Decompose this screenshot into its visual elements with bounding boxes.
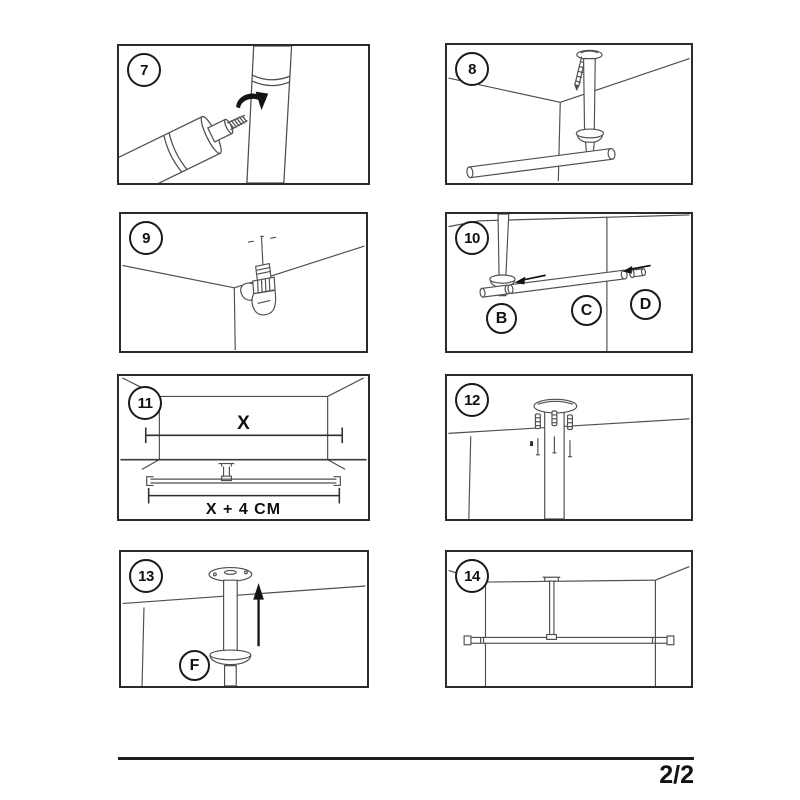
part-label-b: B <box>486 303 517 334</box>
pole-lower <box>223 665 237 686</box>
step-number: 11 <box>128 386 162 420</box>
step-12-illustration <box>448 398 690 519</box>
vertical-pole <box>246 46 293 183</box>
step-9-illustration <box>122 235 365 351</box>
rail-assembly <box>146 462 341 487</box>
vertical-pole <box>544 410 565 519</box>
step-number: 13 <box>129 559 163 593</box>
step-10-illustration <box>448 214 690 351</box>
part-label-c: C <box>571 295 602 326</box>
collar-dome <box>209 649 252 666</box>
step-panel-9: 9 <box>119 212 368 353</box>
wall-plug-icon <box>534 410 573 431</box>
step-panel-14: 14 <box>445 550 693 688</box>
step-panel-12: 12 <box>445 374 693 521</box>
hanging-rail <box>466 147 616 179</box>
dimension-label-x-plus-4: X + 4 CM <box>205 501 282 518</box>
part-label-d: D <box>630 289 661 320</box>
wall-line <box>468 436 472 519</box>
step-14-illustration <box>448 566 690 686</box>
vertical-pole <box>582 58 596 132</box>
page-indicator: 2/2 <box>659 761 694 789</box>
vertical-pole <box>497 214 510 277</box>
alcove-walls <box>448 566 690 686</box>
part-label-f: F <box>179 650 210 681</box>
screw-icon <box>530 436 572 458</box>
left-arrow-icon <box>622 264 651 274</box>
step-number: 9 <box>129 221 163 255</box>
footer-divider <box>118 757 694 760</box>
dimension-line-x <box>144 427 344 444</box>
screw-tip <box>226 114 248 131</box>
vertical-pole <box>548 580 555 638</box>
step-number: 10 <box>455 221 489 255</box>
vertical-pole <box>223 579 238 653</box>
rail-parts <box>479 268 647 298</box>
dimension-line-x4 <box>147 487 341 504</box>
step-panel-13: 13 F <box>119 550 369 688</box>
step-8-illustration <box>448 49 690 182</box>
ceiling-line <box>448 214 690 228</box>
step-13-illustration <box>122 566 366 686</box>
up-arrow-icon <box>253 583 264 647</box>
horizontal-tube <box>119 114 248 183</box>
hanging-rail <box>463 633 675 646</box>
step-number: 14 <box>455 559 489 593</box>
left-arrow-icon <box>514 274 546 285</box>
step-panel-8: 8 <box>445 43 693 185</box>
ceiling-plate <box>208 566 253 582</box>
wall-line <box>141 607 145 686</box>
rotation-arrow-icon <box>236 91 269 111</box>
step-7-illustration <box>119 46 293 183</box>
step-number: 7 <box>127 53 161 87</box>
step-panel-11: 11 X X + 4 CM <box>117 374 370 521</box>
ceiling-line <box>122 585 366 605</box>
step-number: 12 <box>455 383 489 417</box>
collar <box>575 128 605 144</box>
drill-icon <box>240 235 277 316</box>
step-panel-10: 10 B C D <box>445 212 693 353</box>
step-panel-7: 7 <box>117 44 370 185</box>
step-number: 8 <box>455 52 489 86</box>
dimension-label-x: X <box>237 413 250 434</box>
